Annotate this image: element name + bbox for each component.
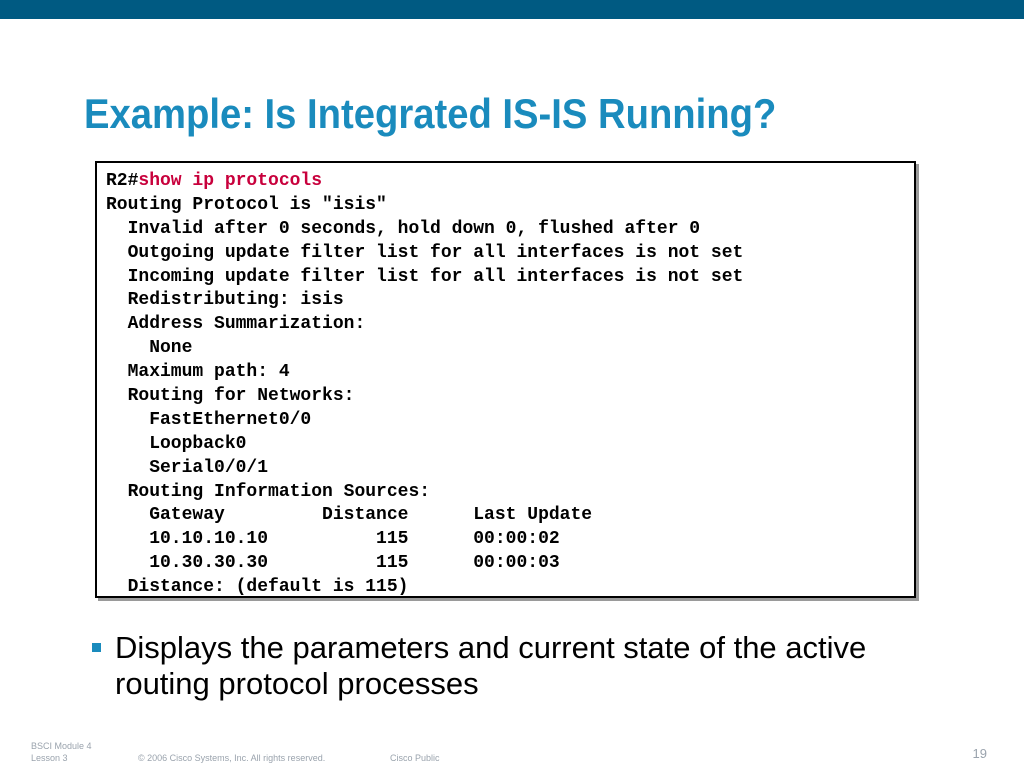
terminal-line: FastEthernet0/0 [106,409,312,430]
terminal-line: None [106,338,193,359]
terminal-line: 10.10.10.10 115 00:00:02 [106,529,560,550]
terminal-line: Outgoing update filter list for all inte… [106,242,744,263]
terminal-line: Redistributing: isis [106,290,344,311]
footer-classification: Cisco Public [390,753,440,763]
terminal-command-line: R2#show ip protocols [106,170,914,194]
terminal-line: Loopback0 [106,433,247,454]
terminal-line: Routing for Networks: [106,386,355,407]
terminal-prompt: R2# [106,171,139,191]
terminal-line: Routing Information Sources: [106,481,431,502]
terminal-output-box: R2#show ip protocols Routing Protocol is… [95,161,916,598]
terminal-line: Maximum path: 4 [106,362,290,383]
terminal-line: Gateway Distance Last Update [106,505,593,526]
footer-copyright: © 2006 Cisco Systems, Inc. All rights re… [138,753,326,763]
slide-title: Example: Is Integrated IS-IS Running? [84,90,777,137]
terminal-line: Address Summarization: [106,314,366,335]
top-header-bar [0,0,1024,19]
terminal-line: Invalid after 0 seconds, hold down 0, fl… [106,218,701,239]
terminal-line: Distance: (default is 115) [106,577,409,598]
terminal-line: Routing Protocol is "isis" [106,194,387,215]
footer-lesson: Lesson 3 [31,753,68,763]
terminal-command: show ip protocols [138,171,323,191]
footer-module: BSCI Module 4 [31,741,92,751]
terminal-line: 10.30.30.30 115 00:00:03 [106,553,560,574]
terminal-line: Incoming update filter list for all inte… [106,266,744,287]
page-number: 19 [972,746,987,761]
terminal-line: Serial0/0/1 [106,457,269,478]
bullet-text: Displays the parameters and current stat… [115,630,867,701]
square-bullet-icon [92,643,101,652]
